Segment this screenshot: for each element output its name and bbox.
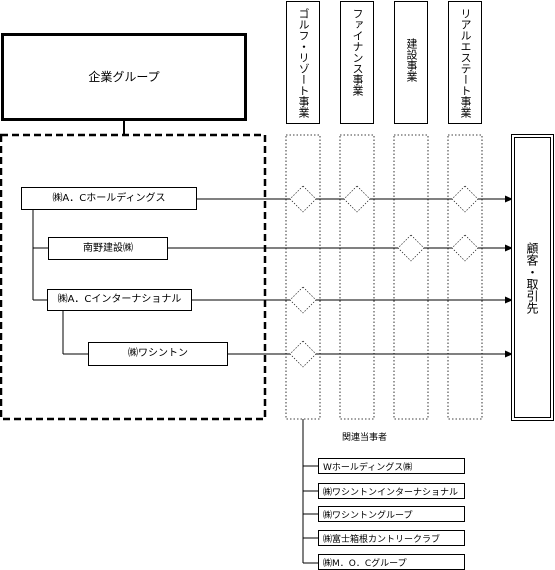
construction-column-dotted <box>393 134 429 420</box>
related-parties-label: 関連当事者 <box>342 433 388 443</box>
business-header-finance: ファイナンス事業 <box>340 1 374 124</box>
related-party-label: ㈱ワシントンインターナショナル <box>323 487 459 498</box>
group-dashed-boundary <box>0 133 267 421</box>
company-label: 南野建設㈱ <box>83 242 133 254</box>
realestate-column-dotted <box>447 134 483 420</box>
arrowhead-minamino <box>505 244 513 252</box>
golf-column-dotted <box>285 134 321 420</box>
company-box-holdings: ㈱A．Cホールディングス <box>21 187 197 210</box>
arrowhead-washington <box>505 350 513 358</box>
related-party-box: ㈱ワシントンインターナショナル <box>318 483 465 499</box>
customer-label: 顧客・取引先 <box>525 241 539 314</box>
business-header-realestate: リアルエステート事業 <box>448 1 482 124</box>
arrowhead-holdings <box>505 195 513 203</box>
company-box-international: ㈱A．Cインターナショナル <box>47 289 192 311</box>
diamond-realestate-minamino <box>451 234 479 262</box>
company-box-washington: ㈱ワシントン <box>88 342 228 366</box>
related-party-label: Wホールディングス㈱ <box>323 462 413 473</box>
diamond-construction-minamino <box>397 234 425 262</box>
business-header-construction: 建設事業 <box>394 1 428 124</box>
related-party-label: ㈱ワシントングループ <box>323 510 413 521</box>
arrowhead-international <box>505 296 513 304</box>
group-title: 企業グループ <box>88 70 160 84</box>
related-party-box: ㈱M．O．Cグループ <box>318 554 465 570</box>
diamond-finance-holdings <box>343 185 371 213</box>
group-title-box: 企業グループ <box>1 33 247 121</box>
related-party-label: ㈱富士箱根カントリークラブ <box>323 534 441 545</box>
diamond-golf-international <box>289 286 317 314</box>
related-party-box: ㈱富士箱根カントリークラブ <box>318 530 465 546</box>
diamond-golf-holdings <box>289 185 317 213</box>
company-label: ㈱ワシントン <box>128 348 188 359</box>
finance-column-dotted <box>339 134 375 420</box>
business-label: ゴルフ・リゾート事業 <box>297 8 310 118</box>
company-label: ㈱A．Cホールディングス <box>52 192 166 204</box>
company-label: ㈱A．Cインターナショナル <box>57 294 182 305</box>
related-party-box: ㈱ワシントングループ <box>318 506 465 522</box>
company-box-minamino: 南野建設㈱ <box>48 237 168 260</box>
diamond-realestate-holdings <box>451 185 479 213</box>
diamond-golf-washington <box>289 340 317 368</box>
related-party-box: Wホールディングス㈱ <box>318 458 465 474</box>
business-header-golf: ゴルフ・リゾート事業 <box>286 1 320 124</box>
business-label: 建設事業 <box>405 38 418 82</box>
customer-box: 顧客・取引先 <box>511 134 554 421</box>
business-label: ファイナンス事業 <box>351 8 364 96</box>
related-party-label: ㈱M．O．Cグループ <box>323 558 407 569</box>
business-label: リアルエステート事業 <box>459 8 472 118</box>
